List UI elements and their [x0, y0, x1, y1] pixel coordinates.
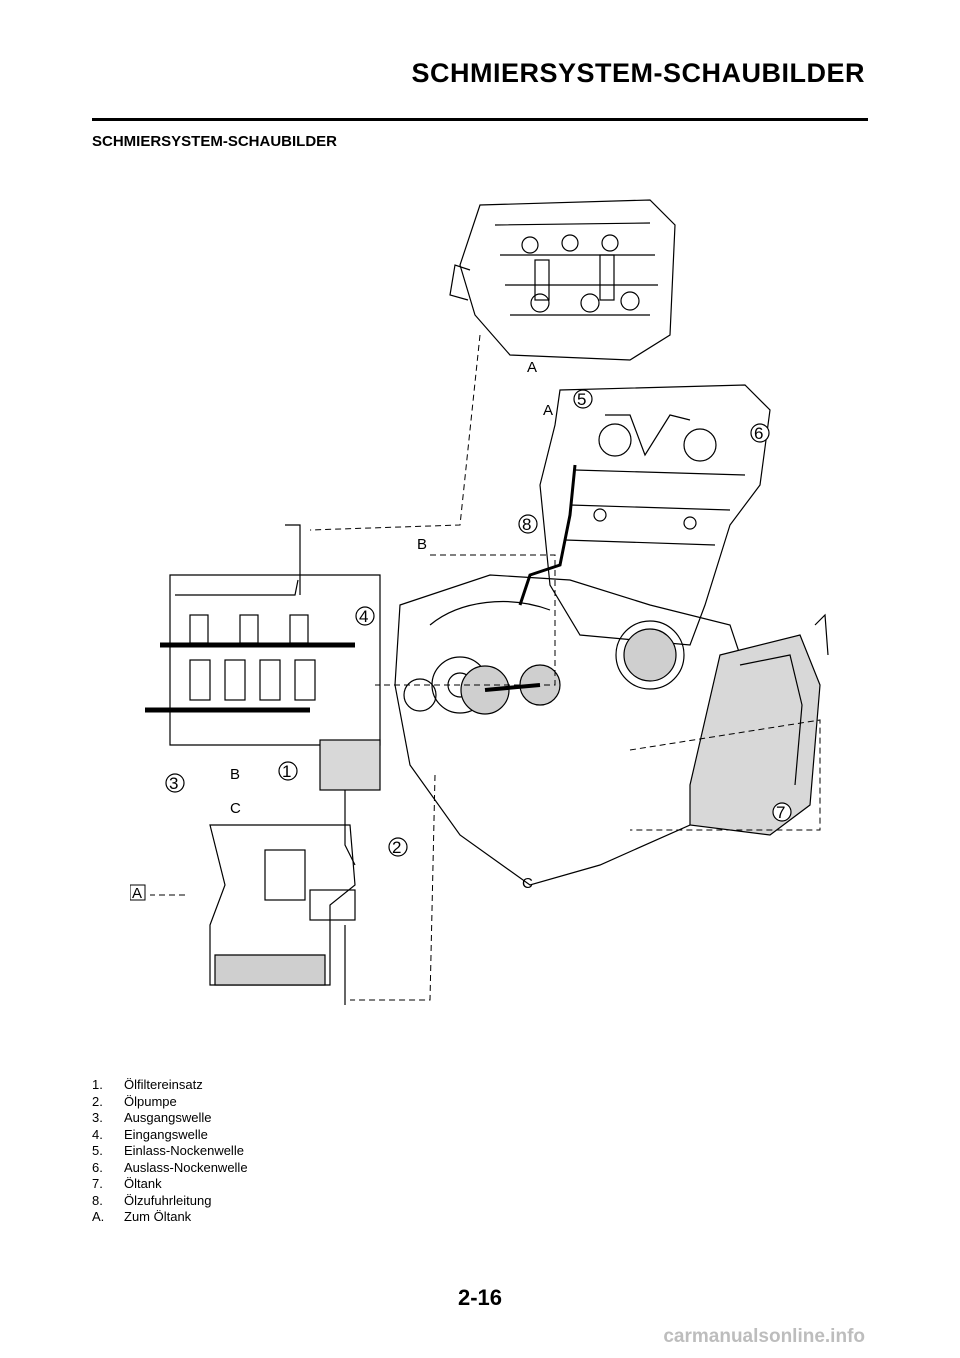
oil-tank-drawing	[689, 613, 829, 836]
route-b-line	[375, 554, 556, 686]
page-header-title: SCHMIERSYSTEM-SCHAUBILDER	[411, 58, 865, 88]
legend-item: 7.Öltank	[92, 1176, 162, 1191]
callout-8	[518, 514, 538, 534]
letter-c-left: C	[230, 800, 241, 817]
callout-7-label: 7	[776, 803, 785, 822]
legend-item: 2.Ölpumpe	[92, 1093, 177, 1109]
callout-1	[278, 761, 298, 781]
callout-4	[355, 606, 375, 626]
callout-3-label: 3	[169, 774, 178, 793]
legend-item: 3.Ausgangswelle	[92, 1110, 212, 1125]
oil-pump-drawing	[209, 739, 381, 1005]
letter-a-mid: A	[543, 402, 553, 419]
callout-1-label: 1	[282, 762, 291, 781]
callout-5-label: 5	[577, 390, 586, 409]
callout-6-label: 6	[754, 424, 763, 443]
callout-7	[772, 802, 792, 822]
legend: 1.Ölfiltereinsatz 2.Ölpumpe 3.Ausgangswe…	[92, 1077, 248, 1226]
watermark: carmanualsonline.info	[663, 1326, 865, 1347]
crankcase-drawing	[394, 574, 741, 886]
section-title: SCHMIERSYSTEM-SCHAUBILDER	[92, 133, 338, 150]
callout-2	[388, 837, 408, 857]
cylinder-block-drawing	[539, 384, 771, 646]
callout-3	[165, 773, 185, 793]
letter-a-top: A	[527, 359, 537, 376]
legend-item: 5.Einlass-Nockenwelle	[92, 1143, 244, 1158]
callout-5	[573, 389, 593, 409]
lubrication-diagram: 1 2 3 4 5 6 7 8 A A B B C C A	[130, 199, 829, 1005]
cylinder-head-drawing	[449, 199, 676, 361]
letter-a-box	[130, 884, 146, 901]
letter-c-right: C	[522, 875, 533, 892]
callout-4-label: 4	[359, 607, 368, 626]
page-number: 2-16	[457, 1285, 503, 1310]
transmission-drawing	[145, 524, 381, 746]
legend-item: 8.Ölzufuhrleitung	[92, 1192, 212, 1208]
callout-6	[750, 423, 770, 443]
legend-item: 4.Eingangswelle	[92, 1126, 208, 1142]
letter-b-top: B	[417, 536, 427, 553]
route-c-line	[350, 774, 436, 1001]
legend-item: A.Zum Öltank	[92, 1209, 192, 1224]
oil-delivery-line	[518, 464, 577, 606]
callout-2-label: 2	[392, 838, 401, 857]
route-a-line	[309, 334, 481, 531]
letter-b-bottom: B	[230, 766, 240, 783]
callout-8-label: 8	[522, 515, 531, 534]
header-divider	[92, 118, 868, 121]
letter-a-boxed: A	[132, 885, 142, 902]
legend-item: 1.Ölfiltereinsatz	[92, 1077, 203, 1092]
legend-item: 6.Auslass-Nockenwelle	[92, 1159, 248, 1175]
